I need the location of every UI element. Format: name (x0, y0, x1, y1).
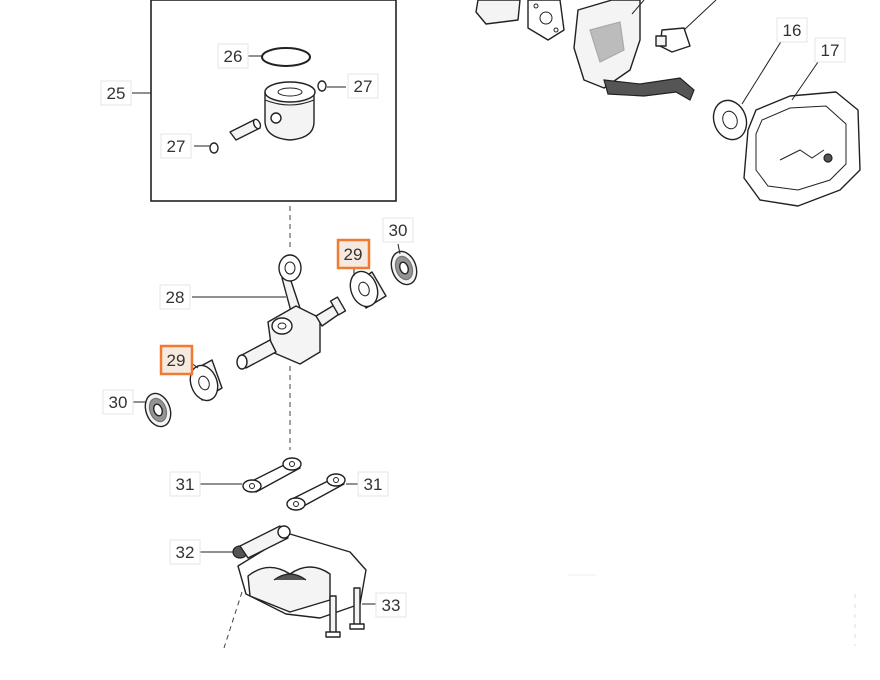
piston-kit-box (132, 0, 397, 202)
callout-32: 32 (169, 539, 201, 565)
svg-text:28: 28 (166, 288, 185, 307)
svg-text:17: 17 (821, 41, 840, 60)
callout-17: 17 (814, 37, 846, 63)
callout-27-left: 27 (160, 133, 192, 159)
svg-text:30: 30 (389, 221, 408, 240)
piston-ring-part (248, 47, 311, 67)
callout-30-upper: 30 (382, 217, 414, 243)
svg-text:29: 29 (344, 245, 363, 264)
svg-text:27: 27 (167, 137, 186, 156)
callout-27-right: 27 (347, 73, 379, 99)
crankcase-gasket-part-left (200, 457, 302, 493)
svg-text:16: 16 (783, 21, 802, 40)
svg-text:31: 31 (364, 475, 383, 494)
crankcase-part (200, 525, 378, 638)
callout-33: 33 (375, 592, 407, 618)
carburetor-gasket-part (475, 0, 565, 41)
svg-text:32: 32 (176, 543, 195, 562)
svg-text:30: 30 (109, 393, 128, 412)
bearing-part-upper (349, 268, 387, 309)
callout-28: 28 (159, 284, 191, 310)
faint-edge-marks (568, 574, 856, 646)
oil-seal-part-upper (390, 243, 418, 286)
crankshaft-part (192, 254, 347, 370)
air-filter-gasket-part (712, 39, 783, 141)
oil-seal-part-lower (132, 392, 172, 428)
callout-16: 16 (776, 17, 808, 43)
primer-bulb-part (655, 0, 717, 53)
svg-text:33: 33 (382, 596, 401, 615)
bearing-part-lower (189, 359, 223, 402)
callout-30-lower: 30 (102, 389, 134, 415)
air-filter-cover-part (743, 61, 861, 207)
svg-text:29: 29 (167, 351, 186, 370)
carburetor-part (573, 0, 695, 101)
pin-clip-part (194, 80, 346, 154)
svg-text:25: 25 (107, 84, 126, 103)
callout-31-right: 31 (357, 471, 389, 497)
crankcase-gasket-part-right (286, 473, 360, 511)
svg-text:27: 27 (354, 77, 373, 96)
callout-29-lower-highlighted[interactable]: 29 (159, 344, 194, 376)
callout-26: 26 (217, 43, 249, 69)
callout-31-left: 31 (169, 471, 201, 497)
callout-29-upper-highlighted[interactable]: 29 (336, 238, 371, 270)
piston-part (264, 81, 316, 141)
callout-25: 25 (100, 80, 132, 106)
svg-text:31: 31 (176, 475, 195, 494)
wrist-pin-part (229, 118, 262, 141)
svg-text:26: 26 (224, 47, 243, 66)
